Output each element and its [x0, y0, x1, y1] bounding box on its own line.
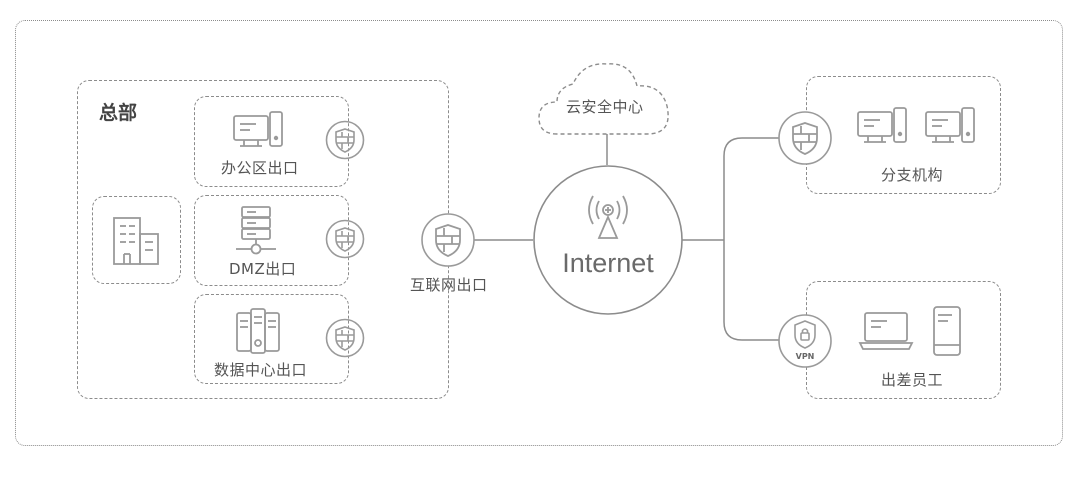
internet-exit-firewall-icon	[421, 213, 475, 267]
phone-icon	[933, 306, 961, 356]
dmz-exit-label: DMZ出口	[229, 260, 297, 278]
branch-computer-icon	[925, 107, 975, 143]
internet-exit-label: 互联网出口	[410, 276, 488, 294]
branch-label: 分支机构	[881, 166, 944, 184]
office-firewall-icon	[325, 120, 365, 160]
building-box	[92, 196, 181, 284]
datacenter-firewall-icon	[325, 318, 365, 358]
vpn-badge-label: VPN	[795, 352, 815, 361]
dmz-firewall-icon	[325, 219, 365, 259]
datacenter-server-icon	[236, 308, 280, 354]
branch-computer-icon	[857, 107, 907, 143]
outer-frame	[15, 20, 1063, 446]
hq-title: 总部	[99, 102, 138, 124]
datacenter-exit-label: 数据中心出口	[214, 361, 308, 379]
laptop-icon	[858, 312, 914, 350]
internet-node	[533, 165, 683, 315]
dmz-server-icon	[236, 206, 276, 255]
cloud-security-center-icon	[538, 63, 669, 135]
cloud-security-center-label: 云安全中心	[566, 98, 644, 116]
branch-firewall-icon	[778, 111, 832, 165]
building-icon	[113, 217, 159, 265]
antenna-icon	[588, 195, 628, 239]
office-exit-label: 办公区出口	[221, 159, 299, 177]
office-computer-icon	[233, 111, 283, 147]
vpn-badge-icon	[778, 314, 832, 368]
remote-staff-label: 出差员工	[881, 371, 944, 389]
internet-label: Internet	[562, 248, 654, 278]
